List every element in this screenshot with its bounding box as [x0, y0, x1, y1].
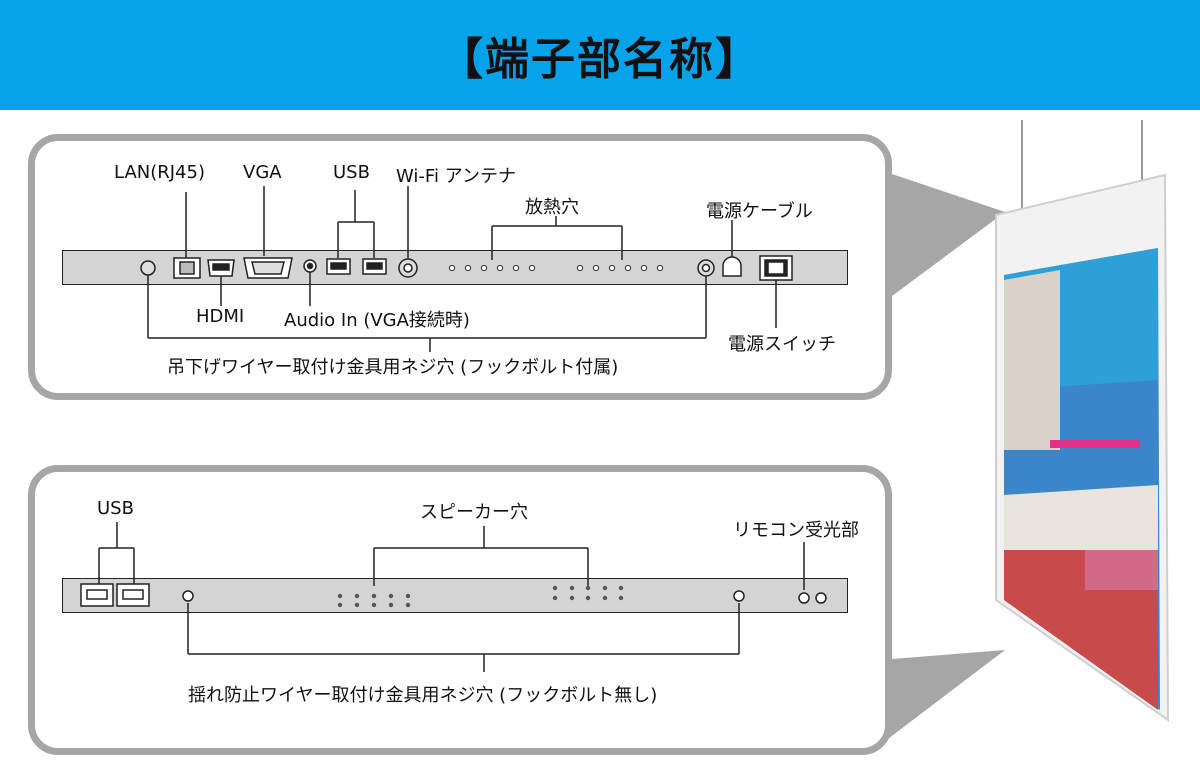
label-usb-bottom: USB: [97, 498, 134, 519]
label-lan: LAN(RJ45): [114, 162, 205, 183]
callout-wedge-top: [880, 170, 1005, 305]
page-title: 【端子部名称】: [439, 34, 761, 85]
label-sway-holes: 揺れ防止ワイヤー取付け金具用ネジ穴 (フックボルト無し): [188, 685, 658, 706]
header-bar: 【端子部名称】: [0, 0, 1200, 110]
label-audio-in: Audio In (VGA接続時): [284, 310, 470, 331]
label-remote: リモコン受光部: [733, 520, 859, 541]
label-usb-top: USB: [333, 162, 370, 183]
top-terminal-strip: [62, 250, 848, 285]
label-power-switch: 電源スイッチ: [728, 334, 836, 355]
label-wifi: Wi-Fi アンテナ: [396, 166, 516, 187]
label-vga: VGA: [243, 162, 282, 183]
label-power-cable: 電源ケーブル: [706, 201, 813, 222]
screen-image-lower: [1004, 485, 1158, 550]
bottom-terminal-strip: [62, 578, 848, 613]
hanging-display-illustration: [995, 120, 1170, 722]
label-speaker: スピーカー穴: [420, 502, 528, 523]
label-hanging-holes: 吊下げワイヤー取付け金具用ネジ穴 (フックボルト付属): [167, 357, 619, 378]
label-hdmi: HDMI: [196, 306, 245, 327]
callout-wedge-bottom: [880, 650, 1005, 745]
label-vent: 放熱穴: [525, 197, 579, 218]
